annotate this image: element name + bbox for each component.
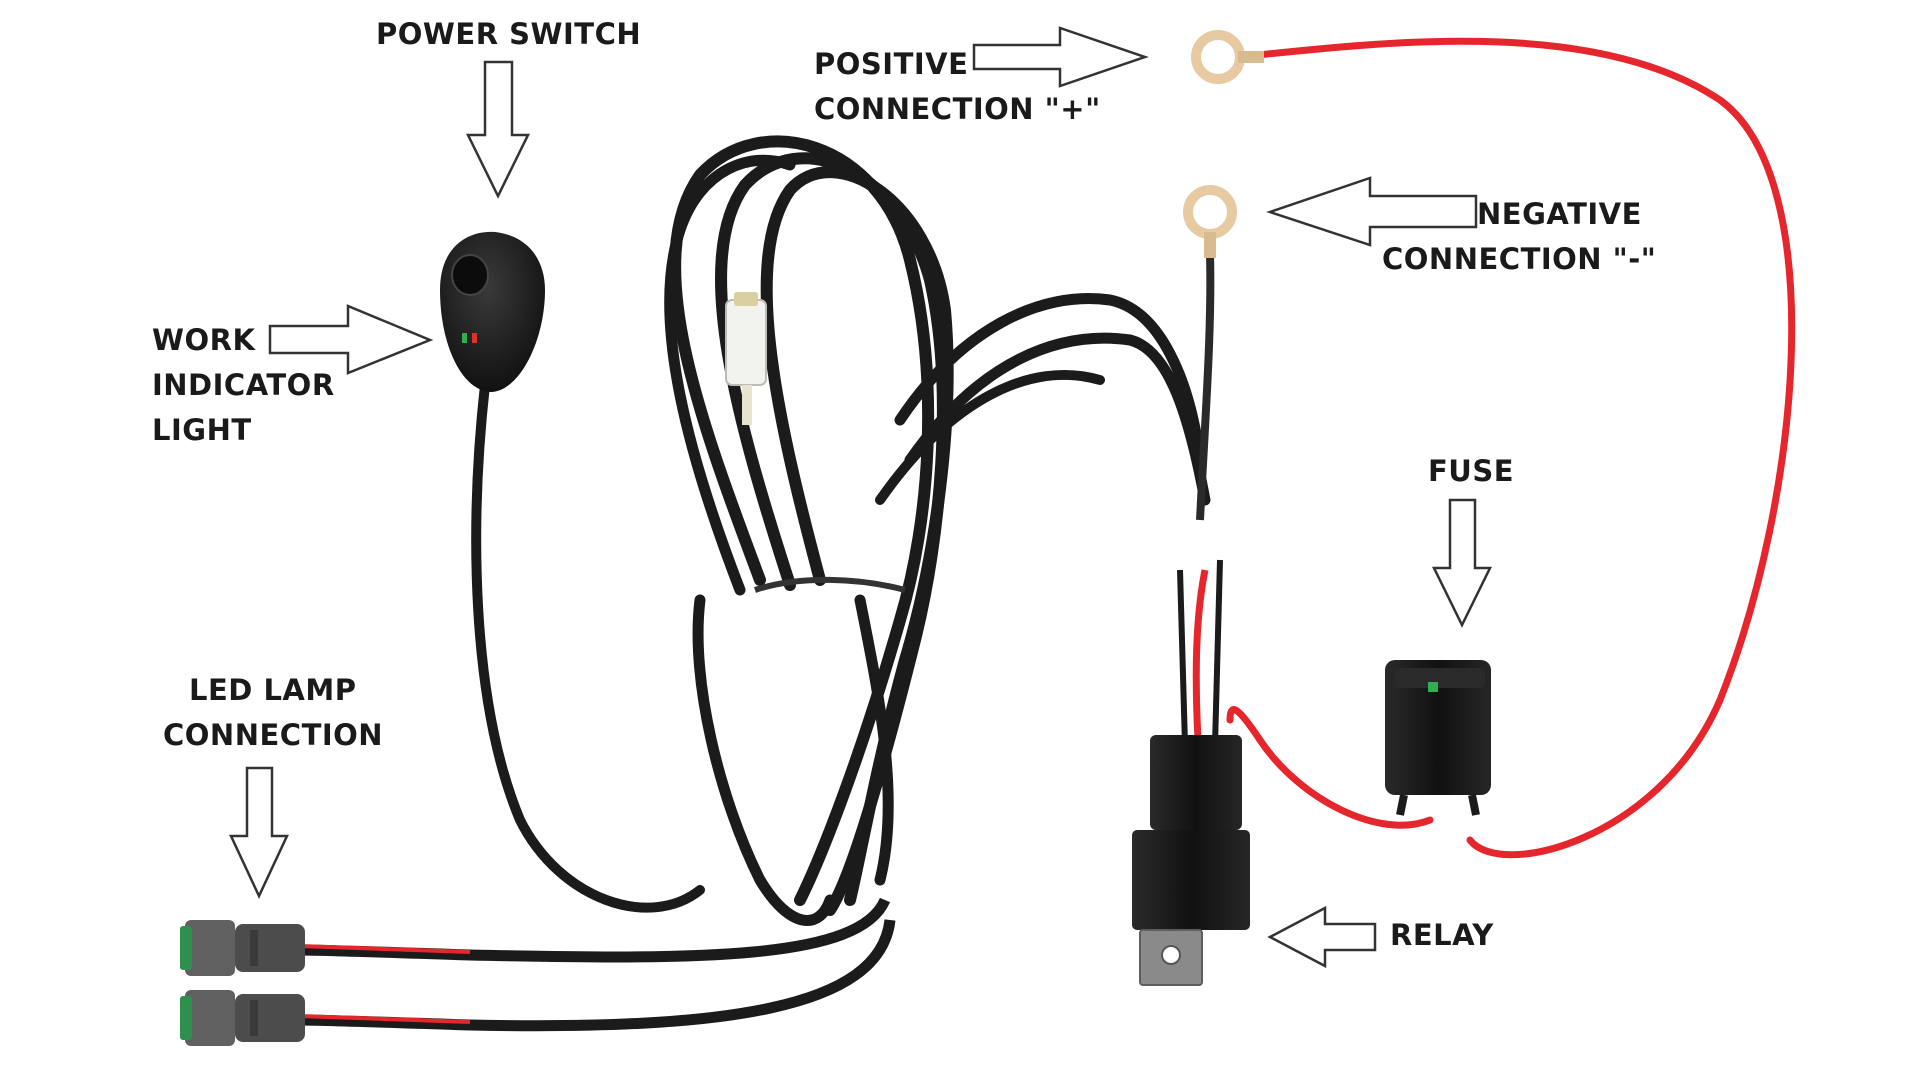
arrow-down-icon [229,766,289,899]
led-lead-2-red [299,1014,471,1024]
coil-lead-right-3 [875,370,1105,505]
label-negative-line1: NEGATIVE [1477,197,1642,231]
led-connector-2 [180,990,305,1046]
inline-connector [725,292,767,425]
led-lead-1 [299,897,891,963]
label-positive-line1: POSITIVE [814,47,969,81]
coil-loop-4 [664,154,796,596]
led-lead-1-red [299,944,471,954]
coil-loop-5 [692,594,836,926]
red-wire-relay-top [1192,569,1209,741]
arrow-right-icon [268,304,434,375]
coil-loop-1 [669,135,935,906]
power-switch [440,231,545,392]
led-lead-2 [299,919,896,1032]
label-led-line1: LED LAMP [189,673,357,707]
label-relay: RELAY [1390,918,1494,952]
red-wire-fuse-to-relay [1226,706,1434,829]
arrow-right-icon [972,26,1149,88]
coil-lead-right-2 [904,332,1211,506]
led-connector-1 [180,920,305,976]
label-positive-line2: CONNECTION "+" [814,92,1101,126]
label-power-switch: POWER SWITCH [376,17,642,51]
coil-loop-6 [854,594,894,886]
label-led-line2: CONNECTION [163,718,384,752]
arrow-left-icon [1266,176,1478,247]
relay [1132,559,1250,986]
switch-cable [471,380,705,913]
label-work-line2: INDICATOR [152,368,335,402]
ground-wire [1196,254,1215,521]
negative-ring-terminal [1183,185,1237,258]
label-fuse: FUSE [1428,454,1515,488]
positive-ring-terminal [1191,30,1264,84]
cable-tie [754,576,906,593]
coil-loop-3 [760,166,954,906]
label-work-line3: LIGHT [152,413,252,447]
fuse-holder [1385,660,1491,816]
arrow-left-icon [1267,905,1377,969]
arrow-down-icon [465,60,531,199]
coil-lead-right [894,293,1206,466]
label-negative-line2: CONNECTION "-" [1382,242,1657,276]
arrow-down-icon [1431,498,1493,628]
cable-coil [664,135,1211,926]
red-power-wire [1254,37,1796,859]
label-work-line1: WORK [152,323,256,357]
